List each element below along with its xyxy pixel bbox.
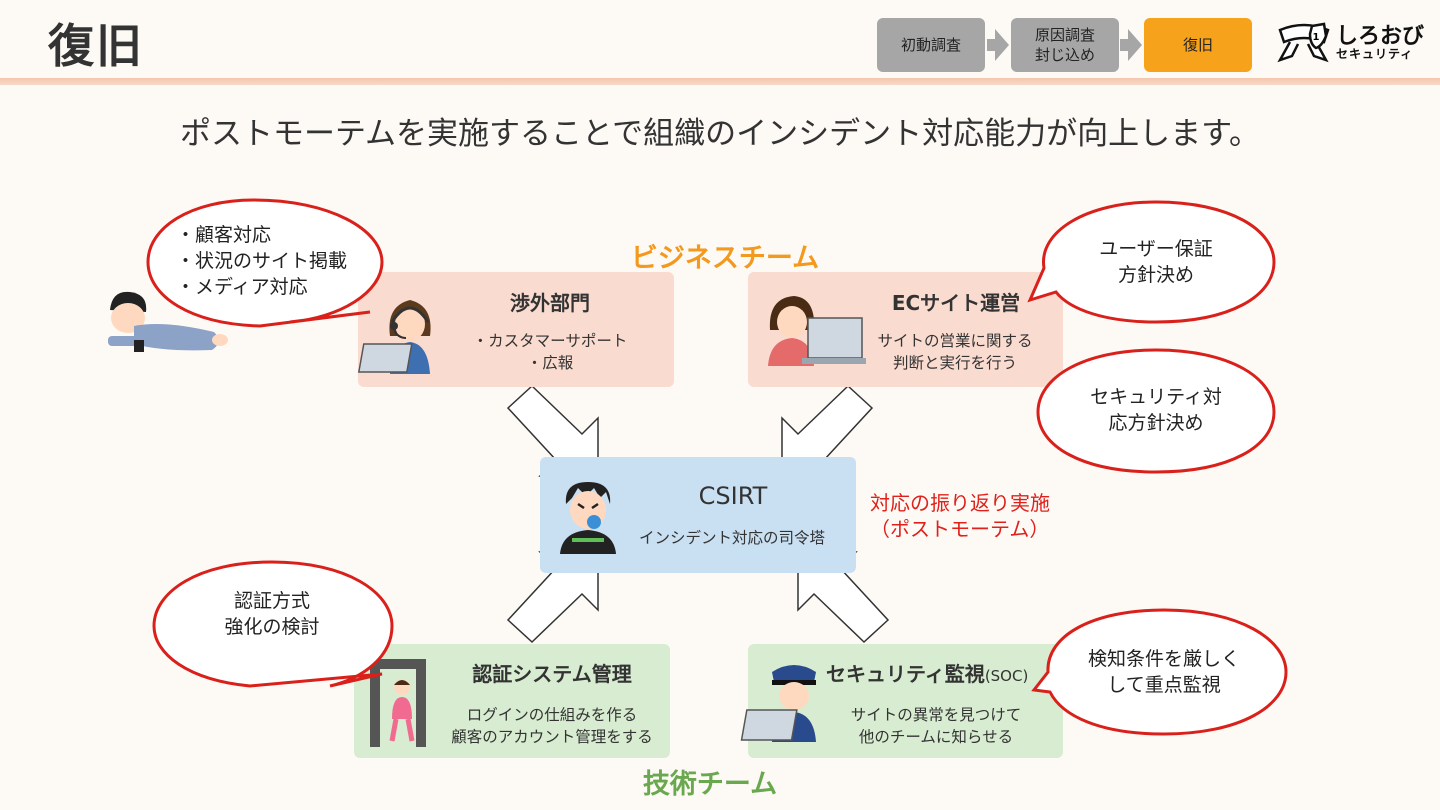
bubble-ec-security-text: セキュリティ対 応方針決め bbox=[1090, 386, 1222, 434]
subtitle: ポストモーテムを実施することで組織のインシデント対応能力が向上します。 bbox=[179, 116, 1261, 152]
step-cause-containment: 原因調査 封じ込め bbox=[1011, 18, 1119, 72]
csirt-title: CSIRT bbox=[698, 482, 768, 510]
headset-operator-icon bbox=[357, 300, 431, 374]
external-relations-title: 渉外部門 bbox=[510, 291, 590, 315]
svg-text:1: 1 bbox=[1313, 32, 1320, 43]
belt-shield-logo-icon: 1 bbox=[1277, 22, 1330, 63]
security-gate-icon bbox=[370, 659, 426, 747]
guard-laptop-icon bbox=[740, 665, 816, 742]
auth-system-desc: ログインの仕組みを作る 顧客のアカウント管理をする bbox=[451, 706, 653, 746]
tech-team-label: 技術チーム bbox=[642, 769, 778, 800]
external-relations-desc: ・カスタマーサポート ・広報 bbox=[472, 332, 628, 372]
bubble-auth-text: 認証方式 強化の検討 bbox=[224, 590, 320, 638]
soc-title: セキュリティ監視 bbox=[826, 662, 985, 686]
commander-whistle-icon bbox=[560, 482, 616, 554]
bubble-ec-user-text: ユーザー保証 方針決め bbox=[1099, 238, 1213, 286]
bubble-soc-text: 検知条件を厳しく して重点監視 bbox=[1087, 648, 1240, 696]
soc-title-suffix: (SOC) bbox=[984, 667, 1029, 685]
logo-text-sub: セキュリティ bbox=[1336, 47, 1414, 61]
bubble-soc-shape bbox=[1031, 608, 1288, 736]
bubble-ec-security-shape bbox=[1036, 348, 1276, 474]
chevron-right-icon bbox=[1120, 29, 1142, 61]
laptop-worker-icon bbox=[768, 296, 866, 366]
logo-text-main: しろおび bbox=[1336, 24, 1425, 49]
step-recovery: 復旧 bbox=[1144, 18, 1252, 72]
business-team-label: ビジネスチーム bbox=[630, 243, 820, 274]
ec-site-desc: サイトの営業に関する 判断と実行を行う bbox=[877, 332, 1033, 372]
bubble-ec-user-shape bbox=[1027, 200, 1276, 324]
bubble-auth-shape bbox=[152, 560, 394, 688]
auth-system-title: 認証システム管理 bbox=[472, 662, 632, 686]
soc-desc: サイトの異常を見つけて 他のチームに知らせる bbox=[850, 706, 1022, 746]
bubble-external-text: ・顧客対応 ・状況のサイト掲載 ・メディア対応 bbox=[176, 224, 348, 298]
step-initial-investigation: 初動調査 bbox=[877, 18, 985, 72]
ec-site-title: ECサイト運営 bbox=[891, 291, 1021, 315]
title-underline bbox=[0, 78, 1440, 85]
chevron-right-icon bbox=[987, 29, 1009, 61]
lying-person-icon bbox=[108, 291, 228, 352]
page-title: 復旧 bbox=[48, 19, 144, 73]
retrospective-note: 対応の振り返り実施 （ポストモーテム） bbox=[870, 491, 1050, 541]
csirt-desc: インシデント対応の司令塔 bbox=[638, 529, 825, 547]
bubble-external-shape bbox=[146, 198, 384, 328]
soc-title-row: セキュリティ監視(SOC) bbox=[826, 658, 1056, 687]
